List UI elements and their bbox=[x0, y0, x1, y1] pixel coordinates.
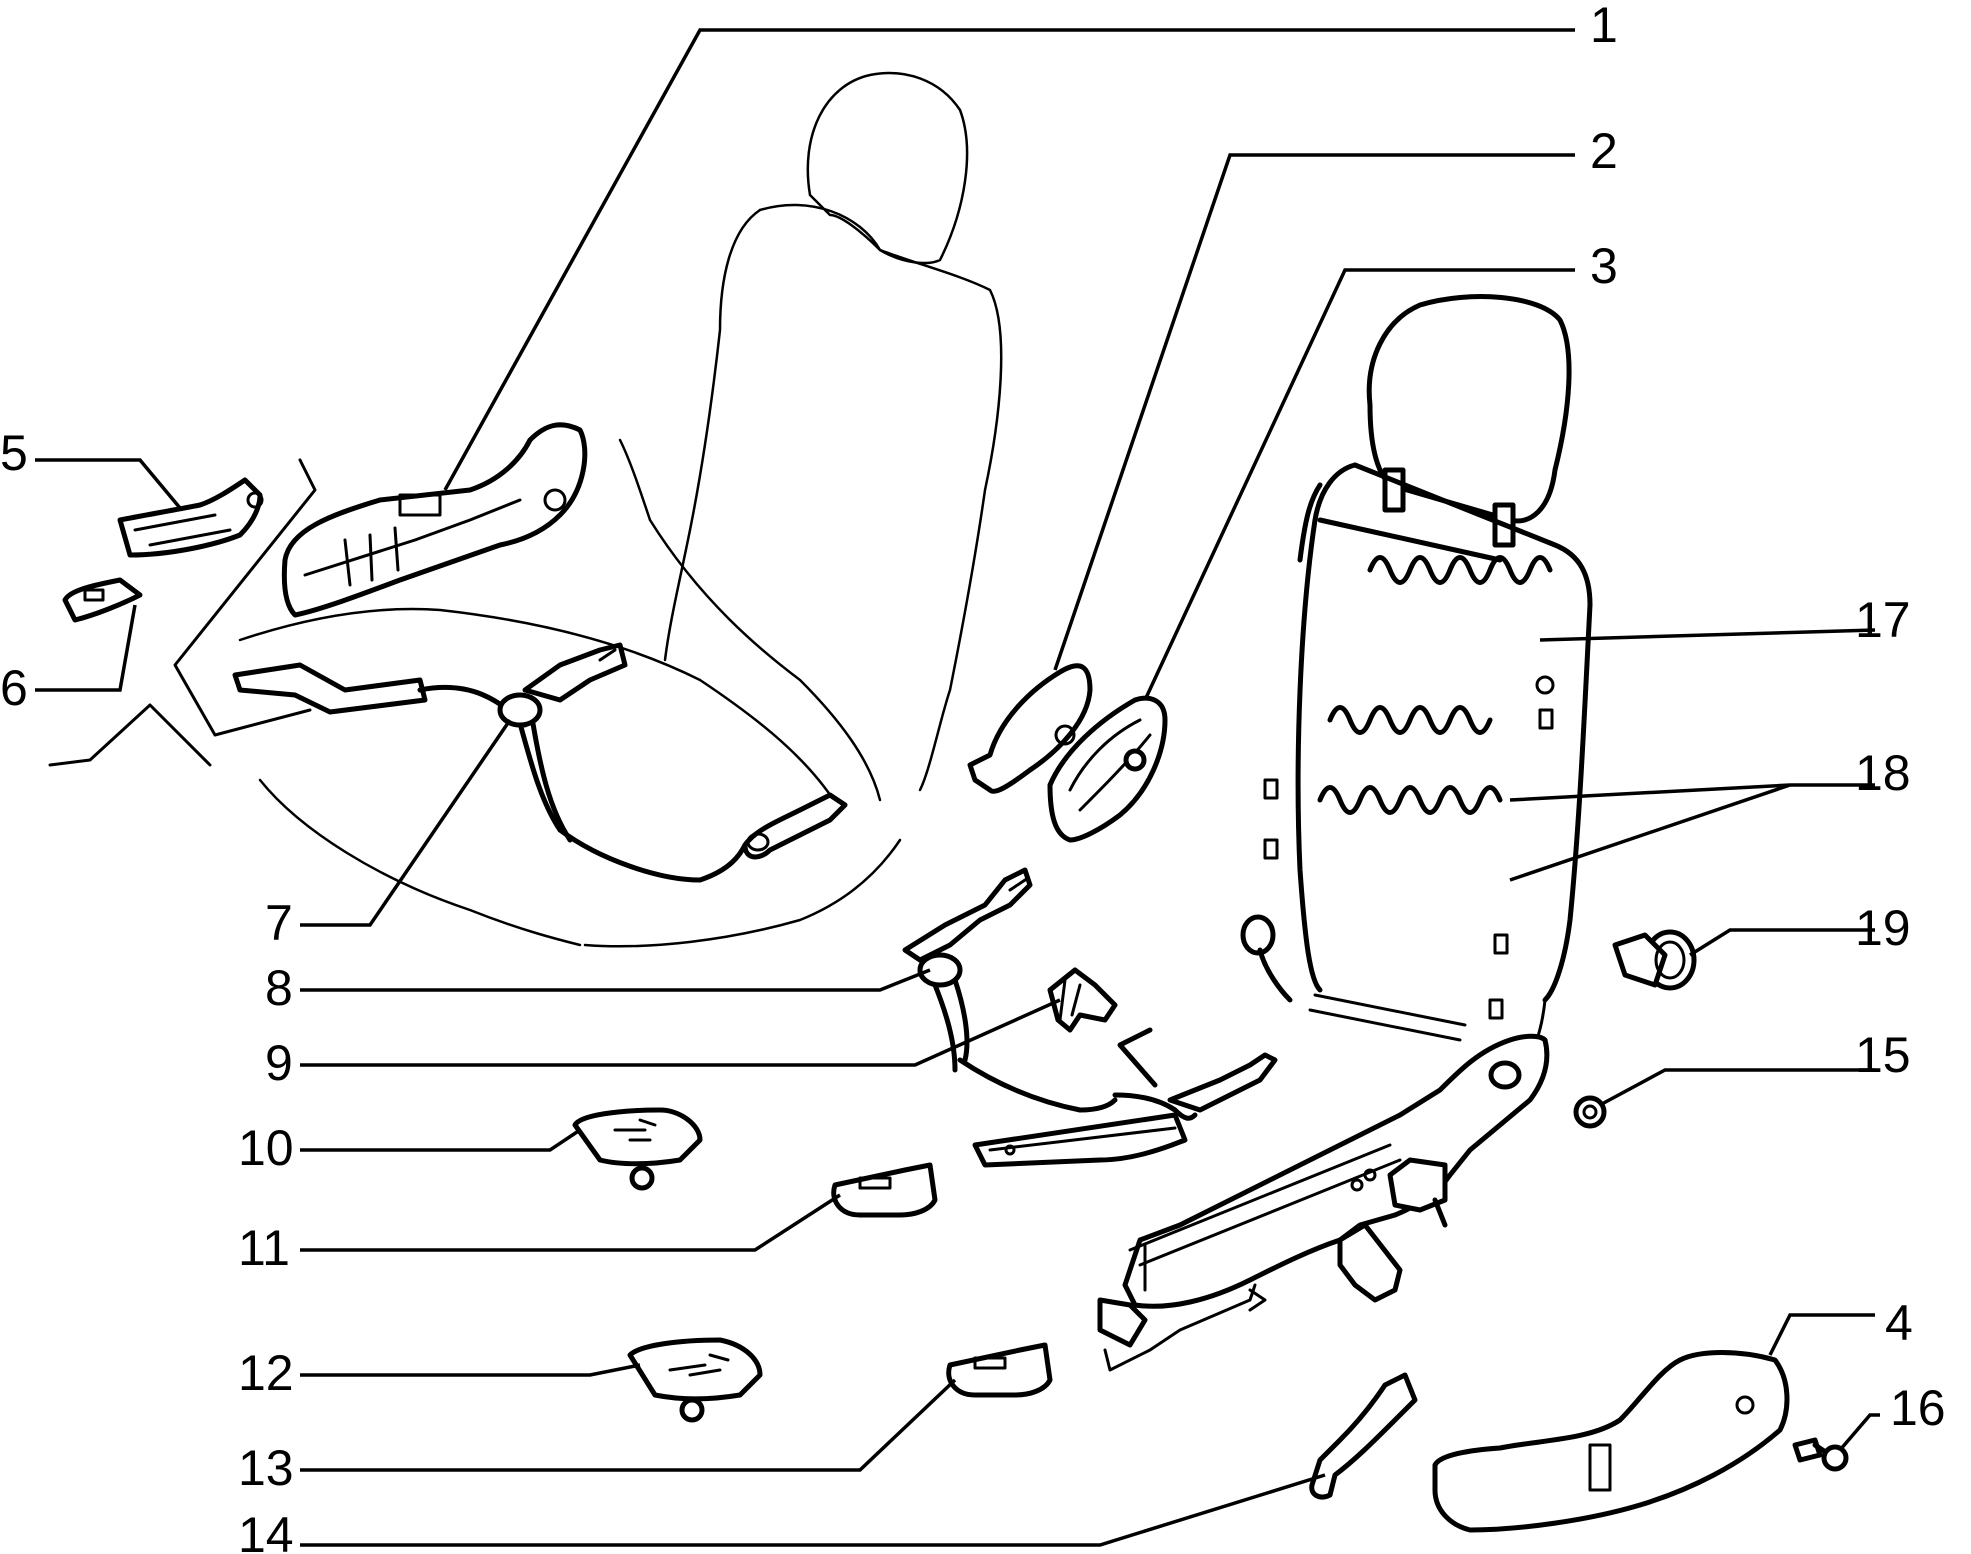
callout-16: 16 bbox=[1890, 1380, 1946, 1436]
callout-14: 14 bbox=[238, 1507, 294, 1554]
part-18-spring-b bbox=[1317, 785, 1503, 815]
leader-14 bbox=[300, 1473, 1326, 1547]
part-18-spring-a bbox=[1327, 705, 1493, 735]
callout-3: 3 bbox=[1590, 238, 1618, 294]
part-1-side-shell bbox=[281, 422, 588, 618]
leader-13 bbox=[300, 1378, 957, 1472]
part-8-rail-wire bbox=[902, 867, 1278, 1168]
callout-19: 19 bbox=[1855, 900, 1911, 956]
part-2-cover bbox=[967, 663, 1093, 794]
part-3-cover-inner bbox=[1047, 695, 1168, 843]
part-12-knob-cover bbox=[627, 1337, 763, 1423]
leader-7 bbox=[300, 719, 512, 927]
seat-frame bbox=[1097, 294, 1593, 1372]
ghost-floor-lines bbox=[48, 458, 317, 767]
part-11-lever bbox=[831, 1162, 938, 1218]
leader-1 bbox=[443, 28, 1575, 491]
leader-18a bbox=[1509, 783, 1875, 802]
callout-10: 10 bbox=[238, 1120, 294, 1176]
leader-5 bbox=[35, 458, 182, 510]
leader-9 bbox=[300, 998, 1061, 1067]
callout-11: 11 bbox=[238, 1220, 290, 1276]
leader-17 bbox=[1539, 628, 1876, 642]
part-15-washer bbox=[1573, 1095, 1607, 1129]
callout-9: 9 bbox=[265, 1035, 293, 1091]
leader-12 bbox=[300, 1363, 641, 1377]
leader-15 bbox=[1599, 1068, 1875, 1107]
leader-11 bbox=[300, 1193, 841, 1252]
callout-6: 6 bbox=[0, 660, 28, 716]
callout-7: 7 bbox=[265, 895, 293, 951]
callout-15: 15 bbox=[1855, 1027, 1911, 1083]
part-13-lever bbox=[946, 1342, 1053, 1398]
part-19-plug bbox=[1612, 929, 1697, 991]
callout-8: 8 bbox=[265, 960, 293, 1016]
leader-6 bbox=[35, 604, 137, 692]
leader-4 bbox=[1768, 1313, 1875, 1356]
leader-3 bbox=[1143, 268, 1575, 701]
leader-18b bbox=[1509, 783, 1791, 882]
leader-lines bbox=[35, 28, 1880, 1547]
callout-4: 4 bbox=[1885, 1295, 1913, 1351]
part-17-spring bbox=[1367, 555, 1553, 585]
part-5-bracket bbox=[117, 477, 264, 558]
part-16-screw bbox=[1792, 1437, 1849, 1472]
callout-18: 18 bbox=[1855, 745, 1911, 801]
callout-2: 2 bbox=[1590, 123, 1618, 179]
part-14-rod bbox=[1309, 1372, 1418, 1500]
leader-16 bbox=[1838, 1413, 1880, 1452]
part-9-clip bbox=[1047, 967, 1118, 1033]
callout-17: 17 bbox=[1855, 592, 1911, 648]
part-10-knob-cover bbox=[572, 1107, 703, 1191]
leader-2 bbox=[1053, 153, 1575, 671]
seat-outline-ghost bbox=[238, 71, 1003, 948]
callout-13: 13 bbox=[238, 1440, 294, 1496]
leader-19 bbox=[1689, 928, 1875, 957]
callout-12: 12 bbox=[238, 1345, 294, 1401]
callout-5: 5 bbox=[0, 425, 28, 481]
part-4-side-cover bbox=[1432, 1350, 1790, 1533]
callout-1: 1 bbox=[1590, 0, 1618, 53]
part-7-rail-wire bbox=[232, 642, 848, 883]
leader-8 bbox=[300, 968, 931, 992]
leader-10 bbox=[300, 1128, 581, 1152]
part-6-clip bbox=[62, 577, 143, 623]
